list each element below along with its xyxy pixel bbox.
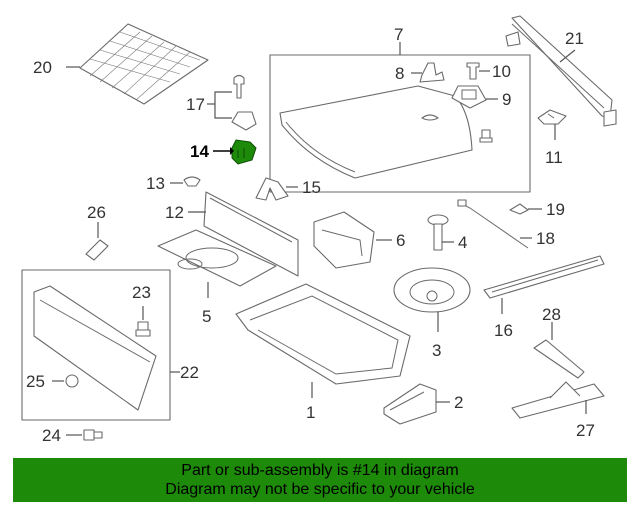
label-21[interactable]: 21: [565, 29, 584, 48]
part-4-hold-down-bolt[interactable]: 4: [427, 214, 467, 252]
part-1-trunk-tub[interactable]: 1: [235, 283, 411, 422]
part-2-storage-box[interactable]: 2: [383, 383, 463, 425]
part-6-foam-block[interactable]: 6: [313, 211, 405, 269]
label-7[interactable]: 7: [394, 25, 403, 44]
part-10-bolt[interactable]: 10: [466, 62, 511, 81]
part-11-hook[interactable]: 11: [537, 109, 567, 167]
label-1[interactable]: 1: [306, 403, 315, 422]
part-23-clip[interactable]: 23: [132, 283, 151, 337]
part-13-clip[interactable]: 13: [146, 174, 201, 193]
part-21-rail[interactable]: 21: [505, 15, 617, 127]
label-2[interactable]: 2: [454, 393, 463, 412]
info-banner: Part or sub-assembly is #14 in diagram D…: [13, 458, 627, 502]
label-24[interactable]: 24: [42, 426, 61, 445]
label-28[interactable]: 28: [542, 305, 561, 324]
label-13[interactable]: 13: [146, 174, 165, 193]
part-20-cargo-net[interactable]: 20: [33, 23, 209, 105]
part-12-panel[interactable]: 12: [165, 191, 299, 277]
label-5[interactable]: 5: [202, 307, 211, 326]
label-6[interactable]: 6: [396, 231, 405, 250]
part-8-bracket[interactable]: 8: [395, 62, 445, 83]
label-15[interactable]: 15: [302, 178, 321, 197]
part-18-cable[interactable]: 18: [457, 199, 555, 249]
label-10[interactable]: 10: [492, 62, 511, 81]
label-14[interactable]: 14: [190, 142, 209, 161]
label-3[interactable]: 3: [432, 341, 441, 360]
part-15-bracket[interactable]: 15: [255, 177, 321, 201]
part-14-highlighted[interactable]: 14: [190, 139, 257, 165]
part-5-foam-insert[interactable]: 5: [157, 229, 277, 326]
label-12[interactable]: 12: [165, 203, 184, 222]
part-25-plug[interactable]: 25: [26, 372, 79, 391]
part-22-group[interactable]: 22: [21, 269, 199, 421]
banner-line-disclaimer: Diagram may not be specific to your vehi…: [165, 481, 475, 498]
label-27[interactable]: 27: [576, 421, 595, 440]
label-8[interactable]: 8: [395, 64, 404, 83]
part-cover-pin: [479, 129, 493, 143]
part-17-fastener-set[interactable]: 17: [186, 74, 257, 131]
label-23[interactable]: 23: [132, 283, 151, 302]
part-28-wrench[interactable]: 28: [533, 305, 585, 379]
part-26-grommet[interactable]: 26: [85, 203, 109, 261]
label-9[interactable]: 9: [502, 90, 511, 109]
banner-line-part-number: Part or sub-assembly is #14 in diagram: [181, 462, 459, 479]
part-19-clip[interactable]: 19: [509, 200, 565, 219]
label-18[interactable]: 18: [536, 229, 555, 248]
part-16-trim-strip[interactable]: 16: [483, 255, 605, 340]
label-11[interactable]: 11: [545, 148, 563, 167]
label-19[interactable]: 19: [546, 200, 565, 219]
label-22[interactable]: 22: [180, 363, 199, 382]
label-16[interactable]: 16: [494, 321, 513, 340]
part-3-wheel-well-tray[interactable]: 3: [393, 267, 471, 360]
label-17[interactable]: 17: [186, 95, 205, 114]
part-7-cover-group[interactable]: 7: [269, 25, 531, 193]
part-9-latch[interactable]: 9: [451, 85, 511, 109]
label-4[interactable]: 4: [458, 233, 467, 252]
part-27-jack[interactable]: 27: [511, 381, 605, 440]
part-24-screw[interactable]: 24: [42, 426, 103, 445]
label-25[interactable]: 25: [26, 372, 45, 391]
label-20[interactable]: 20: [33, 58, 52, 77]
label-26[interactable]: 26: [87, 203, 106, 222]
